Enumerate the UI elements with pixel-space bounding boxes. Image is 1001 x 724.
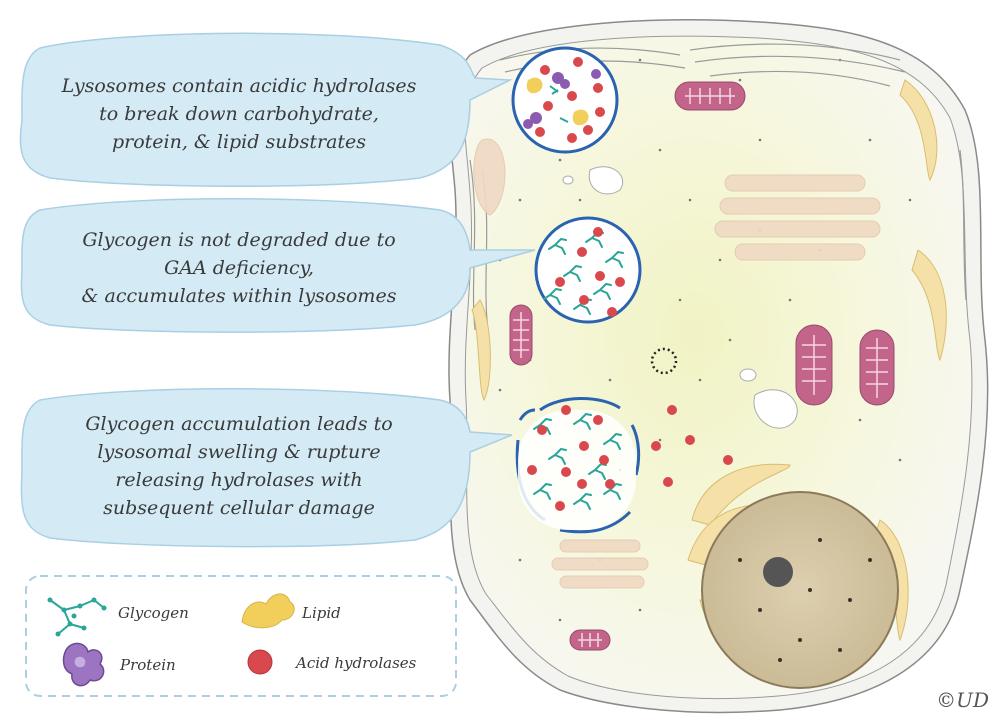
released-hydrolases: [651, 405, 733, 487]
legend-label-glycogen: Glycogen: [118, 604, 189, 622]
callout-3-line-4: subsequent cellular damage: [103, 497, 375, 519]
lipid-icon: [241, 593, 295, 629]
lysosome-ruptured: [515, 397, 733, 534]
vesicles: [562, 166, 798, 429]
callout-2-line-1: Glycogen is not degraded due to: [82, 229, 396, 251]
callout-3-line-3: releasing hydrolases with: [115, 469, 363, 491]
lysosome-intact: [511, 46, 619, 154]
callout-text-3: Glycogen accumulation leads to lysosomal…: [34, 410, 444, 522]
dotted-vesicle: [650, 347, 678, 375]
mitochondria: [509, 81, 895, 651]
callout-1-line-3: protein, & lipid substrates: [111, 131, 367, 153]
protein-icon: [62, 642, 105, 687]
callout-1-line-2: to break down carbohydrate,: [99, 103, 379, 125]
artist-signature: ©UD: [936, 688, 989, 712]
legend-label-lipid: Lipid: [302, 604, 341, 622]
callout-bubble-1: [19, 32, 513, 187]
callout-3-line-2: lysosomal swelling & rupture: [97, 441, 381, 463]
golgi-apparatus: [473, 138, 881, 589]
callout-bubble-3: [20, 388, 513, 548]
callout-2-line-2: GAA deficiency,: [164, 257, 314, 279]
legend-box: [25, 575, 457, 697]
callout-text-1: Lysosomes contain acidic hydrolases to b…: [34, 72, 444, 156]
callout-2-line-3: & accumulates within lysosomes: [81, 285, 397, 307]
legend-label-protein: Protein: [120, 656, 176, 674]
callout-bubble-2: [20, 198, 536, 333]
callout-bubbles: [19, 32, 536, 548]
nucleus: [701, 491, 899, 689]
callout-3-line-1: Glycogen accumulation leads to: [85, 413, 393, 435]
lysosome-glycogen: [534, 216, 642, 324]
callout-text-2: Glycogen is not degraded due to GAA defi…: [34, 226, 444, 310]
acid-hydrolase-icon: [247, 649, 273, 675]
glycogen-icon: [47, 597, 107, 637]
legend-label-acid-hydrolases: Acid hydrolases: [296, 654, 417, 672]
callout-1-line-1: Lysosomes contain acidic hydrolases: [61, 75, 417, 97]
